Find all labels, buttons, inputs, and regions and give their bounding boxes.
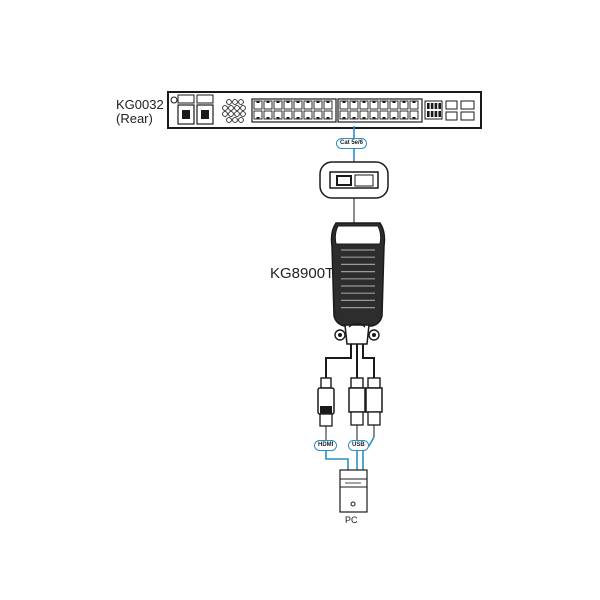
usb-connector-icon (348, 377, 366, 441)
power-socket-icon (177, 94, 195, 125)
kvm-name-label: KG0032 (116, 97, 164, 112)
lan-port-icon (445, 100, 475, 121)
power-socket-icon (196, 94, 214, 125)
dip-switch-icon (424, 100, 443, 120)
adapter-cables (325, 352, 375, 378)
usb-connector-icon (365, 377, 383, 437)
fan-vent-icon (222, 99, 246, 123)
kvm-side-label: (Rear) (116, 111, 153, 126)
adapter-name-label: KG8900T (270, 265, 335, 282)
hdmi-cable-tag: HDMI (314, 440, 338, 451)
pc-tower-icon (339, 469, 368, 513)
port-callout (319, 161, 389, 223)
pc-label: PC (345, 515, 358, 525)
cat-cable-tag: Cat 5e/6 (336, 138, 368, 149)
rj45-port-block (251, 98, 337, 123)
rj45-port-block (337, 98, 423, 123)
usb-cable-tag: USB (348, 440, 369, 451)
power-switch-icon (170, 96, 178, 104)
kg8900t-adapter-icon (330, 222, 386, 352)
hdmi-connector-icon (317, 377, 335, 441)
kvm-switch-rear-panel (167, 91, 482, 129)
